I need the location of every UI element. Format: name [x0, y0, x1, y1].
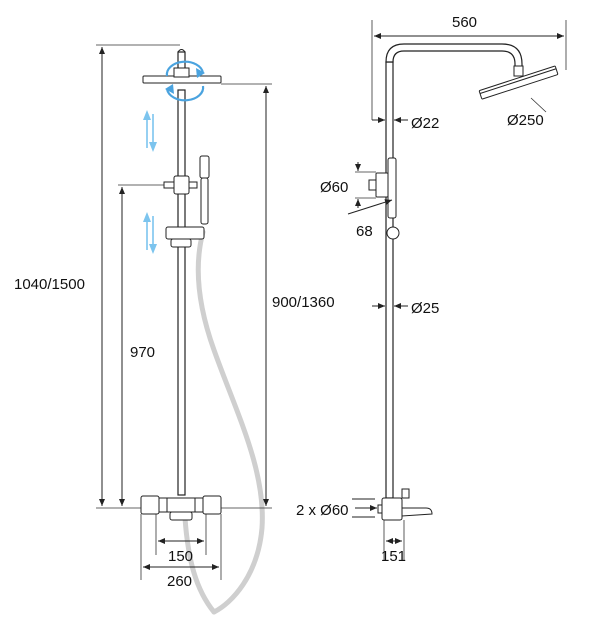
dim-line-68	[347, 199, 393, 215]
diverter-knob	[163, 181, 175, 189]
hand-shower-handle	[200, 177, 209, 225]
dim-width-260: 260	[167, 573, 192, 590]
dim-valve-diameters: 2 x Ø60	[296, 502, 349, 519]
valve-spout	[169, 511, 193, 521]
side-hand-shower	[387, 157, 397, 219]
dim-arm-diameter: Ø22	[411, 115, 439, 132]
shower-hose-end	[182, 515, 217, 615]
dim-head-diameter: Ø250	[507, 112, 544, 129]
side-slider-knob	[386, 226, 400, 240]
dim-projection-151: 151	[381, 548, 406, 565]
front-view: 1040/1500 970 900/1360 150 260	[14, 44, 335, 615]
dim-arm-length: 560	[452, 14, 477, 31]
side-view: 560 Ø22 Ø250 Ø60 68 Ø25 2 x Ø60 151	[296, 14, 567, 565]
dim-slide-height: 900/1360	[272, 294, 335, 311]
dim-diverter-diameter: Ø60	[320, 179, 348, 196]
side-diverter	[375, 172, 389, 198]
hand-shower-head	[199, 155, 210, 179]
dim-rail-diameter: Ø25	[411, 300, 439, 317]
shower-hose	[195, 229, 265, 615]
valve-left-knob	[140, 495, 160, 515]
shower-head-connector	[173, 67, 190, 78]
side-curved-arm	[385, 43, 523, 71]
dim-valve-height: 970	[130, 344, 155, 361]
side-shower-head	[478, 65, 559, 100]
up-down-arrows-icon	[143, 110, 157, 152]
side-valve	[381, 497, 403, 521]
side-valve-spout	[401, 507, 433, 517]
dim-total-height: 1040/1500	[14, 276, 85, 293]
riser-rail	[177, 89, 186, 496]
side-arm-connector	[513, 65, 524, 77]
diverter-body	[173, 175, 190, 195]
side-riser-rail	[385, 61, 394, 499]
dim-spacing-150: 150	[168, 548, 193, 565]
rotate-arrows-icon	[165, 60, 205, 102]
up-down-arrows-icon-lower	[143, 212, 157, 254]
slider-holder	[165, 226, 205, 240]
valve-right-knob	[202, 495, 222, 515]
dim-diverter-depth: 68	[356, 223, 373, 240]
